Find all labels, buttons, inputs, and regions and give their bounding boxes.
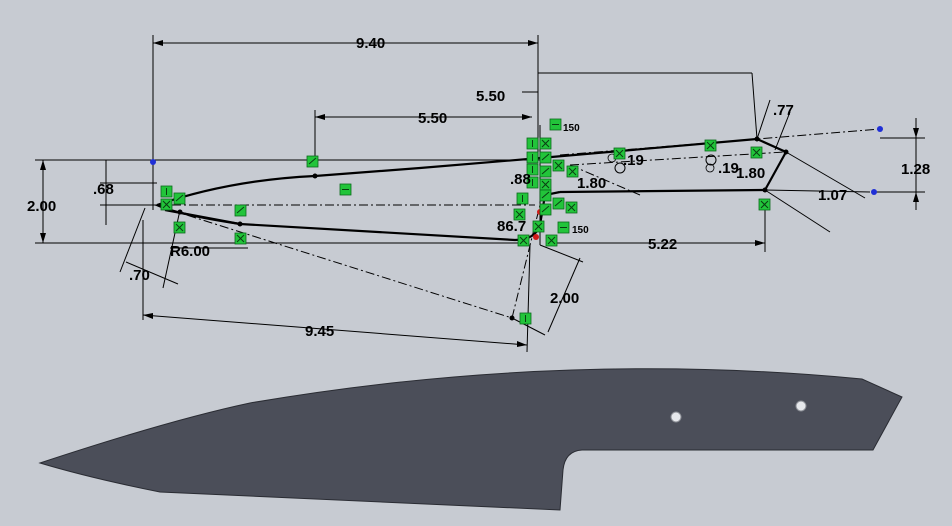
relation-marker[interactable]	[539, 165, 552, 178]
relation-marker[interactable]	[160, 198, 173, 211]
relation-marker[interactable]	[539, 137, 552, 150]
centerline-diagonal-lower[interactable]	[154, 204, 513, 319]
relation-marker[interactable]	[516, 192, 529, 205]
sketch-point[interactable]	[312, 173, 318, 179]
dim-choil-drop[interactable]: 2.00	[550, 290, 579, 307]
relation-marker[interactable]	[526, 137, 539, 150]
relation-marker[interactable]	[758, 198, 771, 211]
relation-marker[interactable]	[234, 232, 247, 245]
dim-right-height[interactable]: 1.28	[901, 161, 930, 178]
relation-marker[interactable]	[526, 163, 539, 176]
spine-curve[interactable]	[156, 137, 758, 207]
dim-choil-angle[interactable]: 86.7	[497, 218, 526, 235]
relation-marker[interactable]	[526, 176, 539, 189]
blue-point-lower[interactable]	[871, 189, 877, 195]
relation-marker[interactable]	[513, 208, 526, 221]
dim-overall-length-top[interactable]: 9.40	[356, 35, 385, 52]
dim-choil-radius[interactable]: R6.00	[170, 243, 210, 260]
relation-marker[interactable]	[539, 178, 552, 191]
sketch-point[interactable]	[754, 136, 760, 142]
dim-end-width[interactable]: 1.07	[818, 187, 847, 204]
relation-marker[interactable]	[539, 203, 552, 216]
dim-tip-height[interactable]: .68	[93, 181, 114, 198]
sketch-geometry	[156, 137, 787, 242]
butt-angled-edge[interactable]	[764, 151, 787, 191]
relation-marker[interactable]	[517, 234, 530, 247]
dim-small-c[interactable]: 150	[572, 225, 589, 236]
dim-pin-spacing-b[interactable]: 1.80	[736, 165, 765, 182]
relation-marker[interactable]	[526, 151, 539, 164]
dimension-labels: 9.40 5.50 5.50 .77 1.28 2.00 .68 1.80 1.…	[27, 35, 930, 340]
dim-pin-spacing-a[interactable]: 1.80	[577, 175, 606, 192]
centerline-pin-angle[interactable]	[569, 164, 641, 196]
sketch-point[interactable]	[762, 187, 768, 193]
heel-segment[interactable]	[164, 208, 241, 226]
butt-top-edge[interactable]	[756, 137, 787, 154]
dim-handle-length[interactable]: 5.22	[648, 236, 677, 253]
relation-marker[interactable]	[750, 146, 763, 159]
dim-edge-length[interactable]: 9.45	[305, 323, 334, 340]
knife-blank-shape[interactable]	[38, 368, 903, 511]
dim-handle-depth[interactable]: 5.50	[476, 88, 505, 105]
sketch-point[interactable]	[509, 315, 515, 321]
dim-small-a[interactable]: .88	[510, 171, 531, 188]
dim-pin-dia-a[interactable]: .19	[623, 152, 644, 169]
pin-hole-b	[795, 400, 807, 412]
relation-marker[interactable]	[234, 204, 247, 217]
sketch-point[interactable]	[177, 209, 183, 215]
origin-point[interactable]	[150, 159, 156, 165]
handle-bottom-edge[interactable]	[559, 188, 766, 194]
relation-marker[interactable]	[545, 234, 558, 247]
relation-marker[interactable]	[173, 221, 186, 234]
relation-marker[interactable]	[613, 147, 626, 160]
centerline-pins[interactable]	[569, 151, 786, 166]
red-point[interactable]	[533, 234, 539, 240]
relation-marker[interactable]	[552, 159, 565, 172]
relation-marker[interactable]	[160, 185, 173, 198]
relation-marker[interactable]	[704, 139, 717, 152]
dim-blade-height[interactable]: 2.00	[27, 198, 56, 215]
dim-spine-offset[interactable]: 5.50	[418, 110, 447, 127]
dim-heel-offset[interactable]: .70	[129, 267, 150, 284]
relation-markers	[160, 118, 771, 325]
pin-hole-a	[670, 411, 682, 423]
relation-marker[interactable]	[566, 165, 579, 178]
sketch-point[interactable]	[783, 149, 789, 155]
relation-marker[interactable]	[557, 221, 570, 234]
dim-pin-dia-b[interactable]: .19	[718, 160, 739, 177]
dimension-lines	[35, 35, 925, 353]
relation-marker[interactable]	[339, 183, 352, 196]
sketch-point[interactable]	[237, 221, 243, 227]
blue-point-upper[interactable]	[877, 126, 883, 132]
relation-marker[interactable]	[539, 189, 552, 202]
relation-marker[interactable]	[565, 201, 578, 214]
relation-marker[interactable]	[532, 220, 545, 233]
pin-hole-sketch-a[interactable]	[614, 162, 626, 174]
dim-small-b[interactable]: 150	[563, 123, 580, 134]
relation-marker[interactable]	[173, 192, 186, 205]
pin-hole-sketch-b[interactable]	[705, 154, 717, 166]
relation-marker[interactable]	[539, 151, 552, 164]
knife-part-preview	[38, 368, 903, 511]
relation-marker[interactable]	[519, 312, 532, 325]
relation-marker[interactable]	[552, 197, 565, 210]
relation-marker[interactable]	[306, 155, 319, 168]
dim-tip-angle[interactable]: .77	[773, 102, 794, 119]
relation-marker[interactable]	[549, 118, 562, 131]
